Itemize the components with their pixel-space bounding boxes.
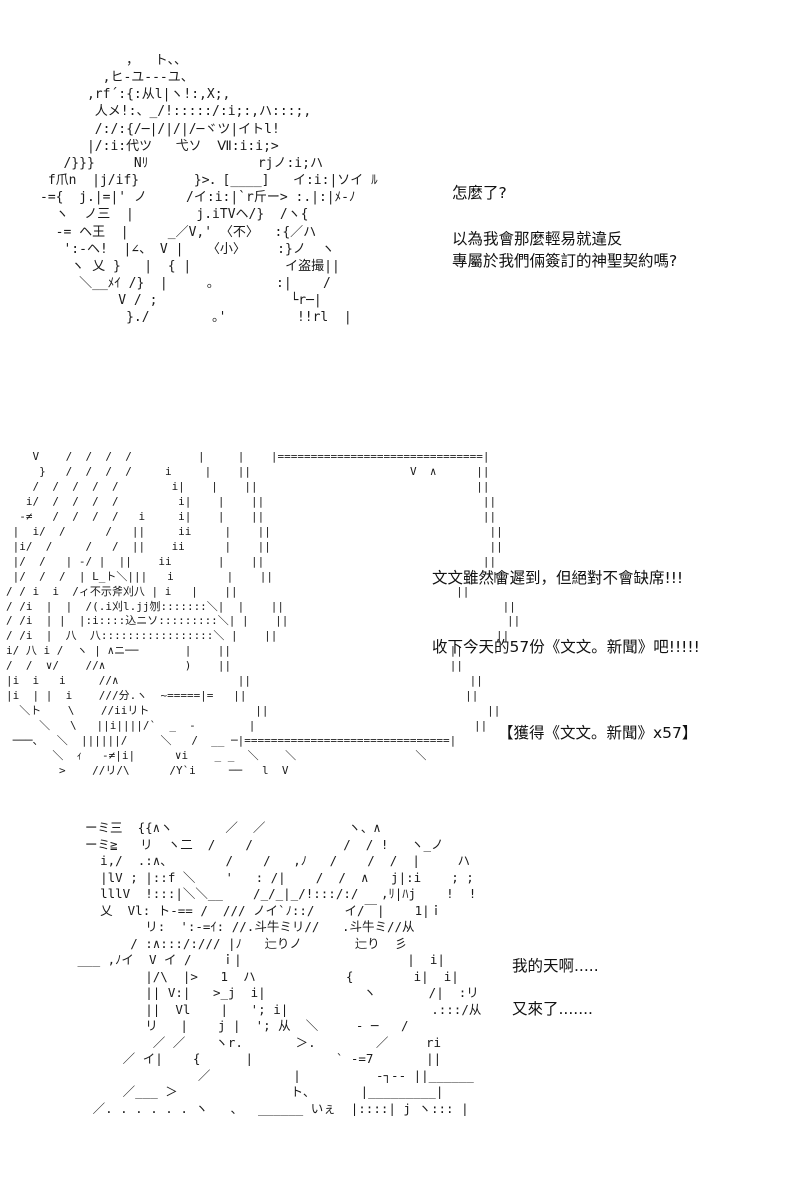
dialogue-line: 以為我會那麼輕易就違反 專屬於我們倆簽訂的神聖契約嗎? bbox=[452, 230, 678, 270]
dialogue-line: 又來了....... bbox=[512, 1000, 593, 1018]
ascii-art-character-3: ーミ三 {{∧ヽ ／ ／ ヽ、∧ ーミ≧ リ ヽ二 / / / / ! ヽ_ノ … bbox=[77, 820, 482, 1116]
dialogue-line: 文文雖然會遲到，但絕對不會缺席!!! bbox=[432, 569, 684, 587]
dialogue-line: 我的天啊..... bbox=[512, 957, 599, 975]
ascii-art-character-1: ， ト、、 ,ヒ‐ユ‐‐‐ユ、 ,rf´:{:从l|ヽ!:,Х;, 人メ!:、_… bbox=[40, 53, 378, 326]
dialogue-line: 怎麼了? bbox=[452, 184, 507, 202]
ascii-art-character-2: V / / / / | | |=========================… bbox=[6, 450, 521, 778]
dialogue-line: 收下今天的57份《文文。新聞》吧!!!!! bbox=[432, 638, 700, 656]
item-obtained-notice: 【獲得《文文。新聞》x57】 bbox=[498, 724, 698, 742]
